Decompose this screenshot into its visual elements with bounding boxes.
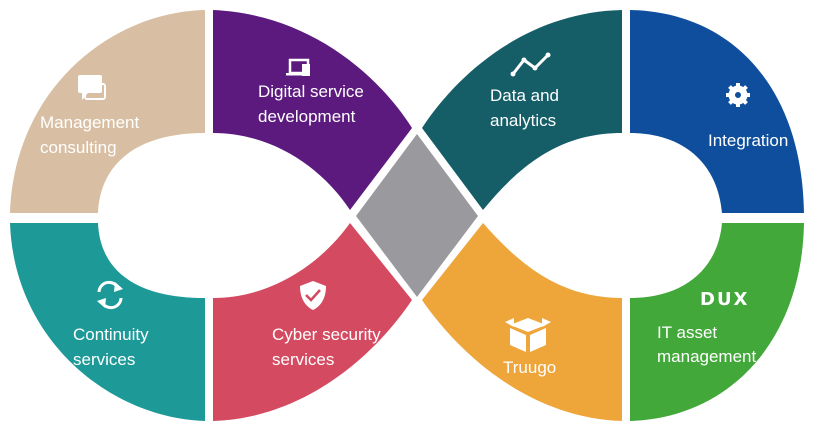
center-diamond-shape bbox=[356, 134, 478, 297]
segment-data-analytics[interactable]: Data and analytics bbox=[422, 10, 622, 210]
refresh-icon bbox=[97, 280, 123, 310]
continuity-label-line1: Continuity bbox=[73, 325, 149, 344]
digital-service-label-line1: Digital service bbox=[258, 82, 364, 101]
segment-digital-service[interactable]: Digital service development bbox=[213, 10, 412, 210]
integration-label: Integration bbox=[708, 131, 788, 150]
segment-shape bbox=[213, 223, 412, 421]
dux-logo: DUX bbox=[700, 289, 749, 310]
shield-check-icon bbox=[300, 281, 326, 310]
segment-shape bbox=[10, 10, 205, 213]
truugo-label: Truugo bbox=[503, 358, 556, 377]
box-icon bbox=[505, 318, 551, 352]
management-consulting-label-line1: Management bbox=[40, 113, 140, 132]
segment-truugo[interactable]: Truugo bbox=[422, 223, 622, 421]
data-analytics-label-line2: analytics bbox=[490, 111, 556, 130]
segment-shape bbox=[422, 10, 622, 210]
segment-shape bbox=[630, 10, 804, 213]
devices-icon bbox=[286, 58, 310, 76]
segment-shape bbox=[10, 223, 205, 421]
continuity-label-line2: services bbox=[73, 350, 135, 369]
it-asset-label-line2: management bbox=[657, 347, 757, 366]
segment-cyber-security[interactable]: Cyber security services bbox=[213, 223, 412, 421]
gear-icon bbox=[726, 83, 750, 107]
digital-service-label-line2: development bbox=[258, 107, 356, 126]
data-analytics-label-line1: Data and bbox=[490, 86, 559, 105]
center-diamond bbox=[356, 134, 478, 297]
it-asset-label-line1: IT asset bbox=[657, 323, 717, 342]
chat-bubbles-icon bbox=[78, 75, 106, 100]
segment-management-consulting[interactable]: Management consulting bbox=[10, 10, 205, 213]
cyber-security-label-line2: services bbox=[272, 350, 334, 369]
line-chart-icon bbox=[510, 52, 551, 77]
segment-shape bbox=[630, 223, 804, 421]
segment-shape bbox=[213, 10, 412, 210]
management-consulting-label-line2: consulting bbox=[40, 138, 117, 157]
segment-it-asset[interactable]: DUX IT asset management bbox=[630, 223, 804, 421]
segment-continuity[interactable]: Continuity services bbox=[10, 223, 205, 421]
segment-integration[interactable]: Integration bbox=[630, 10, 804, 213]
cyber-security-label-line1: Cyber security bbox=[272, 325, 381, 344]
